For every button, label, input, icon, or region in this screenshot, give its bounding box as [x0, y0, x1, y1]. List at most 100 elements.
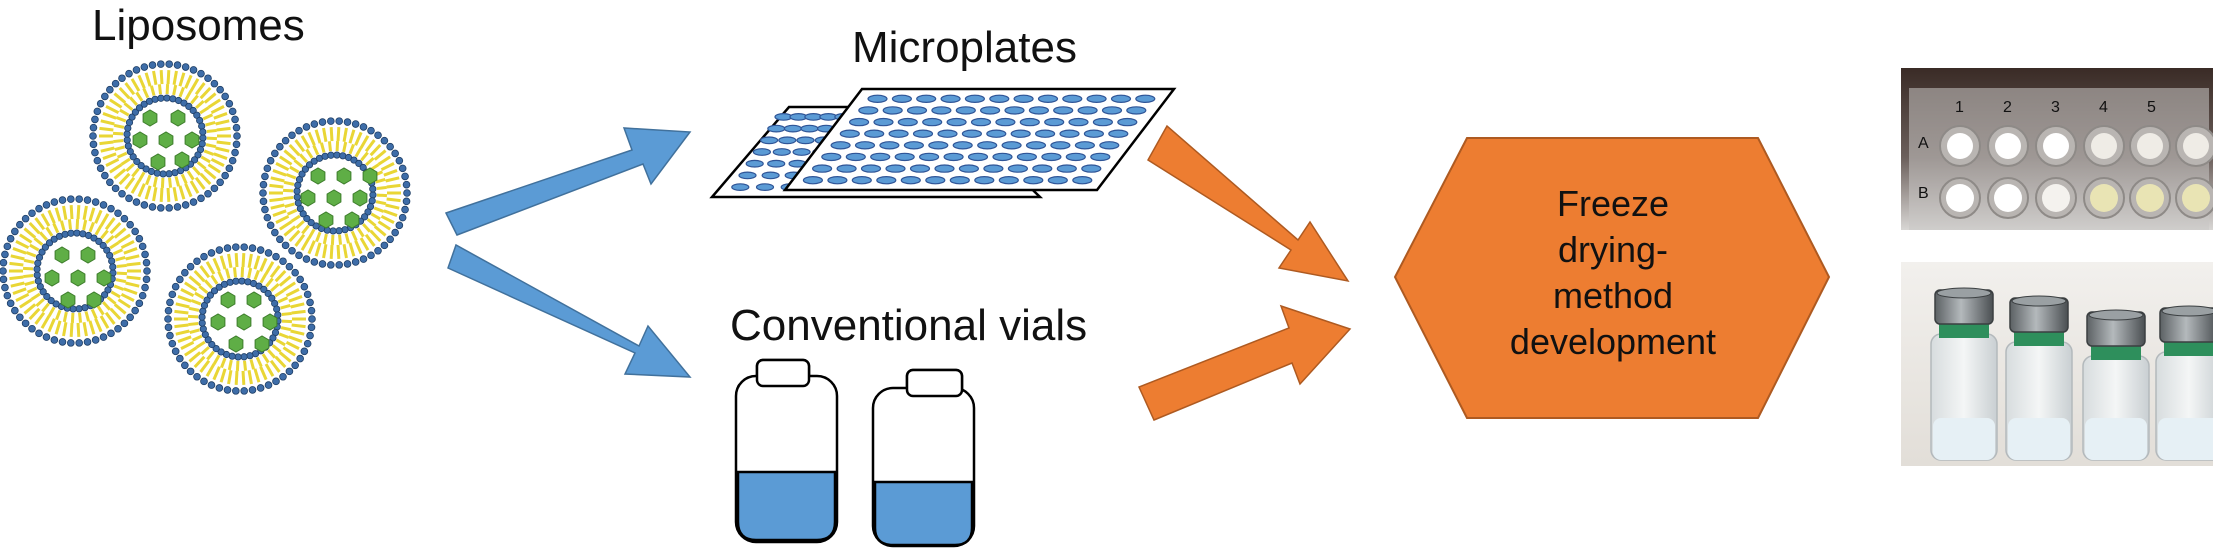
microplate-well	[731, 183, 750, 192]
plate-photo-well-content	[2137, 133, 2163, 159]
lipid-tail	[269, 359, 281, 373]
lipid-tail	[259, 273, 268, 284]
lipid-head	[335, 227, 343, 235]
lipid-head	[135, 234, 144, 243]
lipid-head	[359, 255, 368, 263]
lipid-head	[276, 142, 284, 151]
lipid-tail	[15, 292, 30, 302]
lipid-head	[16, 313, 24, 322]
lipid-tail	[288, 229, 301, 243]
lipid-head	[99, 201, 108, 209]
lipid-head	[73, 229, 81, 237]
lipid-tail	[30, 292, 41, 301]
lipid-tail	[54, 207, 62, 222]
lipid-tail	[99, 126, 114, 132]
lipid-head	[318, 118, 327, 126]
lipid-tail	[152, 70, 158, 86]
lipid-tail	[10, 254, 25, 261]
lipid-head	[300, 347, 309, 356]
lipid-tail	[288, 143, 301, 157]
lipid-head	[114, 324, 122, 333]
lipid-head	[264, 249, 273, 257]
lipid-tail	[315, 231, 322, 243]
lipid-head	[401, 172, 409, 181]
lipid-head	[200, 377, 208, 386]
drug-molecule	[142, 109, 158, 127]
microplate-well	[1016, 152, 1038, 162]
lipid-tail	[192, 166, 201, 176]
lipid-tail	[194, 291, 205, 300]
lipid-tail	[113, 92, 127, 104]
lipid-tail	[195, 100, 205, 109]
lipid-head	[38, 248, 46, 256]
lipid-tail	[307, 240, 316, 255]
lipid-head	[120, 319, 129, 328]
liposome-icon	[259, 117, 411, 269]
lipid-tail	[274, 289, 285, 298]
microplate-well	[928, 141, 949, 150]
lipid-tail	[25, 251, 37, 258]
arrow-from-microplates	[1146, 124, 1350, 283]
lipid-tail	[69, 322, 74, 337]
lipid-tail	[104, 217, 116, 231]
lipid-tail	[210, 274, 219, 285]
lipid-head	[11, 227, 19, 236]
microplate-well	[839, 129, 860, 138]
lipid-head	[91, 148, 99, 157]
microplate-well	[1062, 94, 1083, 104]
lipid-tail	[342, 141, 348, 153]
lipid-head	[168, 339, 177, 348]
lipid-head	[34, 277, 42, 285]
microplate-well	[903, 141, 925, 150]
lipid-head	[190, 156, 199, 164]
lipid-tail	[279, 155, 293, 166]
lipid-head	[294, 199, 302, 207]
microplate-well	[983, 164, 1004, 173]
lipid-head	[295, 251, 303, 260]
lipid-tail	[194, 176, 206, 190]
lipid-head	[310, 258, 319, 266]
lipid-tail	[348, 143, 355, 155]
vials-photo	[1901, 262, 2213, 466]
lipid-tail	[290, 214, 301, 223]
lipid-head	[212, 344, 220, 353]
lipid-head	[225, 99, 234, 108]
microplate-well	[900, 175, 921, 185]
lipid-tail	[39, 231, 48, 241]
lipid-tail	[54, 320, 62, 335]
lipid-tail	[23, 258, 35, 264]
lipid-tail	[120, 157, 131, 166]
lipid-tail	[125, 163, 135, 172]
lipid-head	[231, 115, 239, 124]
vial-photo	[1930, 287, 1998, 461]
microplate-well	[778, 136, 797, 145]
lipid-tail	[137, 183, 146, 198]
lipid-tail	[177, 295, 192, 303]
lipid-head	[132, 198, 141, 206]
lipid-tail	[188, 275, 202, 287]
lipid-head	[58, 196, 67, 204]
lipid-head	[165, 204, 173, 212]
lipid-tail	[247, 253, 253, 269]
lipid-head	[128, 113, 136, 121]
plate-row-a: A	[1918, 135, 1929, 152]
lipid-head	[118, 189, 126, 198]
lipid-tail	[385, 203, 400, 210]
plate-photo-well-content	[2042, 184, 2070, 212]
lipid-head	[101, 171, 109, 180]
lipid-head	[291, 361, 299, 370]
lipid-tail	[62, 205, 68, 221]
microplate-well	[891, 94, 913, 104]
lipid-tail	[29, 243, 40, 252]
lipid-head	[50, 336, 59, 344]
lipid-tail	[380, 162, 395, 172]
lipid-tail	[359, 135, 370, 149]
lipid-head	[259, 180, 268, 189]
lipid-tail	[377, 220, 391, 231]
microplate-well	[759, 136, 779, 145]
lipid-tail	[135, 91, 144, 102]
lipid-head	[269, 334, 277, 342]
lipid-head	[123, 130, 131, 138]
microplate-well	[912, 129, 934, 138]
lipid-head	[210, 184, 219, 193]
